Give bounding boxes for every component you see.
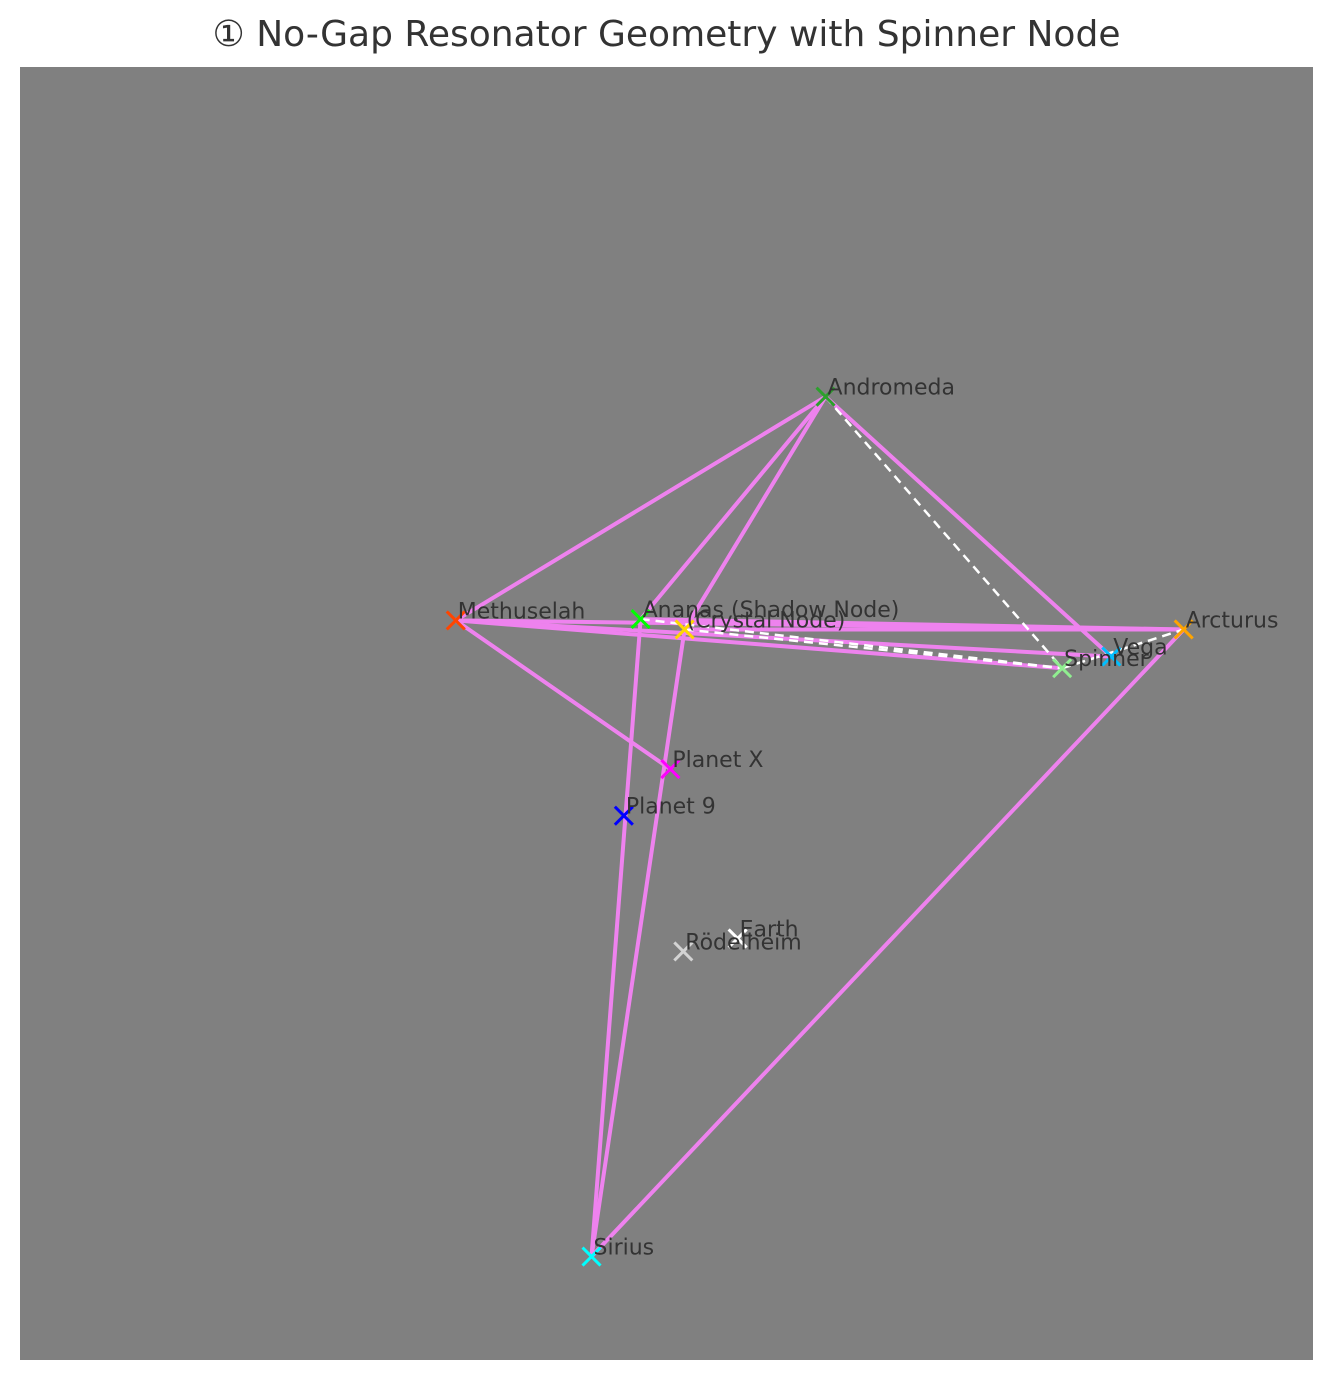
edge-sirius-arcturus [589, 627, 1186, 1259]
label-crystal: (Crystal Node) [687, 608, 846, 633]
label-spinner: Spinner [1064, 647, 1149, 672]
marker-methuselah [445, 610, 466, 631]
dashed-edge-spinner-arcturus [1061, 628, 1185, 670]
marker-spinner [1052, 658, 1073, 679]
edge-methuselah-vega [453, 618, 1114, 659]
marker-arcturus [1173, 619, 1194, 640]
edge-andromeda-ananas [638, 394, 828, 622]
label-sirius: Sirius [594, 1236, 655, 1261]
label-earth: Earth [740, 917, 799, 942]
label-planet9: Planet 9 [626, 795, 716, 820]
marker-planet9 [613, 805, 634, 826]
marker-rodelheim [673, 941, 694, 962]
plot-background [20, 67, 1313, 1360]
label-ananas: Ananas (Shadow Node) [643, 598, 900, 623]
marker-andromeda [815, 386, 836, 407]
marker-earth [727, 928, 748, 949]
label-rodelheim: Rödelheim [685, 930, 801, 955]
markers-layer [445, 386, 1194, 1267]
label-andromeda: Andromeda [828, 376, 955, 401]
label-vega: Vega [1113, 636, 1167, 661]
marker-vega [1101, 646, 1122, 667]
edge-ananas-sirius [589, 617, 643, 1259]
dashed-edges-layer [640, 395, 1185, 670]
label-planetx: Planet X [672, 748, 763, 773]
edge-methuselah-andromeda [453, 394, 828, 623]
edges-layer [453, 394, 1186, 1259]
dashed-edge-andromeda-spinner [824, 395, 1064, 670]
edge-methuselah-spinner [453, 618, 1065, 671]
marker-crystal [674, 619, 695, 640]
edge-andromeda-vega [823, 394, 1114, 659]
dashed-edge-crystal-spinner [684, 628, 1063, 670]
chart-title: ① No-Gap Resonator Geometry with Spinner… [212, 14, 1121, 55]
marker-planetx [660, 759, 681, 780]
edge-crystal-sirius [589, 627, 687, 1259]
label-methuselah: Methuselah [458, 599, 586, 624]
edge-methuselah-planetx [453, 618, 673, 772]
edge-andromeda-crystal [682, 394, 828, 632]
marker-ananas [630, 609, 651, 630]
label-arcturus: Arcturus [1186, 608, 1279, 633]
marker-sirius [581, 1246, 602, 1267]
